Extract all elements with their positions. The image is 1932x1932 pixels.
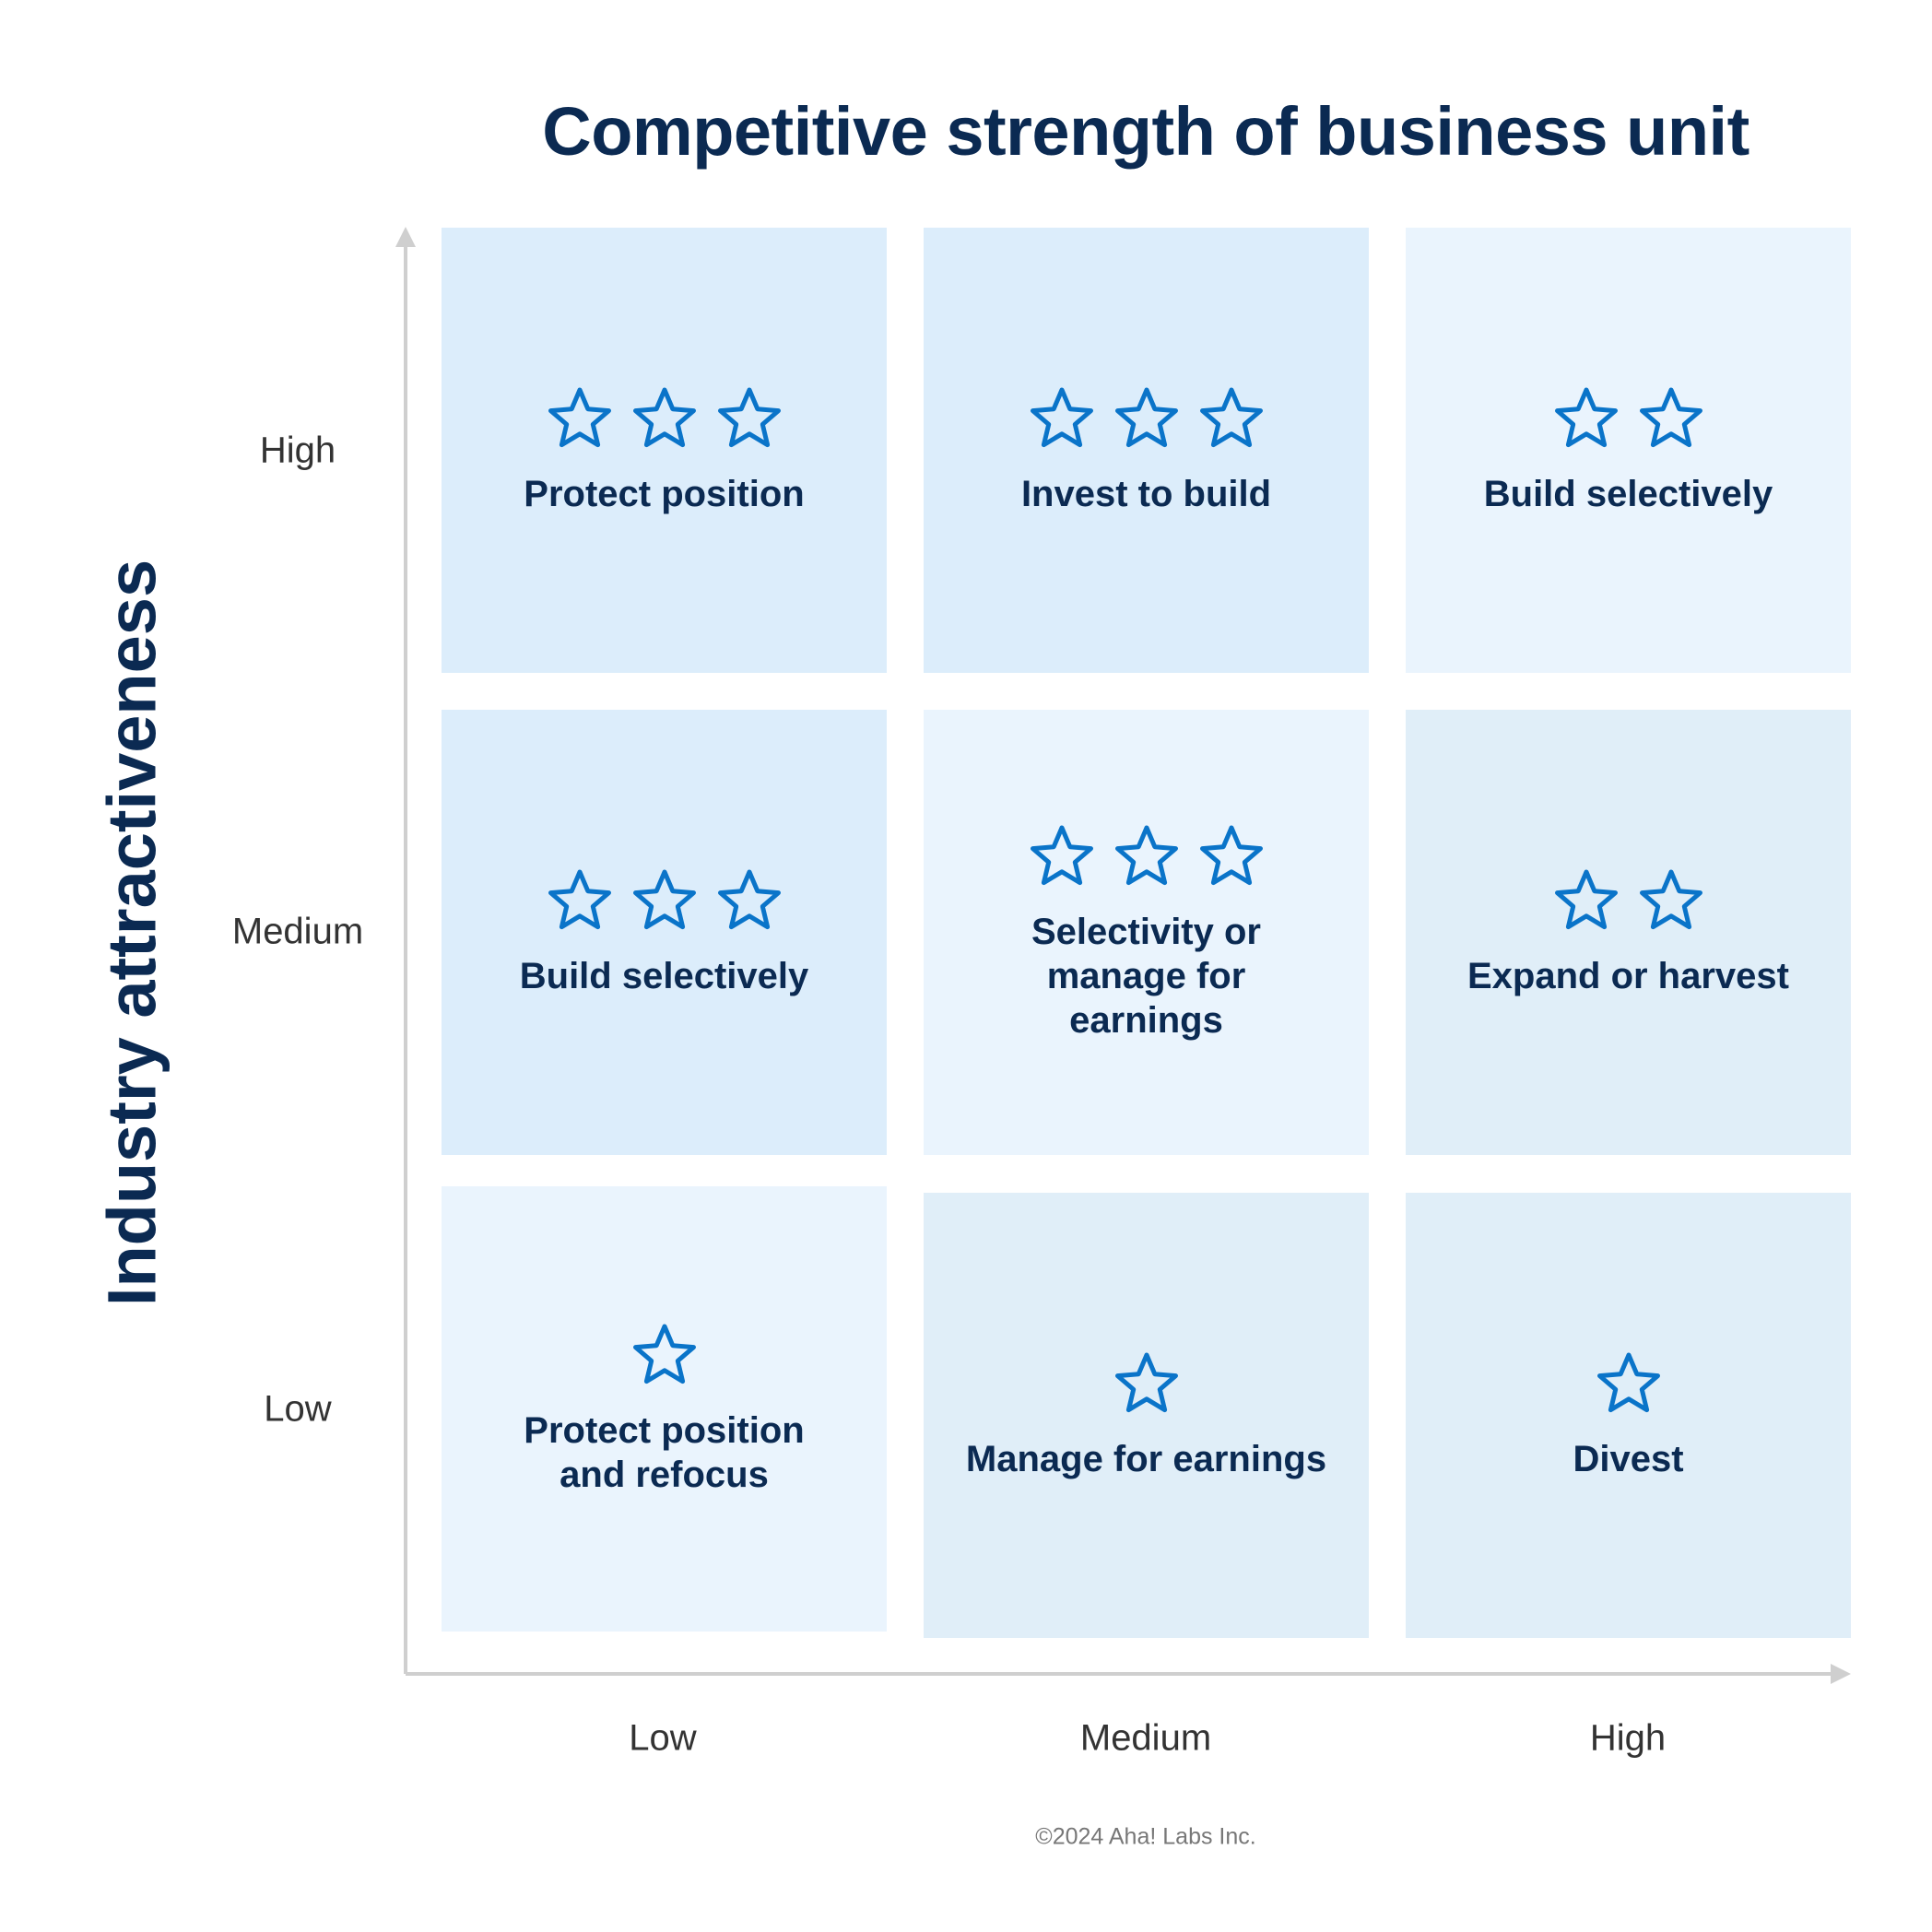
grid-cell: Build selectively [1406,228,1851,673]
star-icon [717,869,781,929]
star-icon [1114,387,1178,447]
y-axis-label: Industry attractiveness [93,559,171,1307]
star-icon [632,387,696,447]
cell-label: Protect position [524,473,805,514]
star-icon [632,1324,696,1384]
grid-cell: Divest [1406,1193,1851,1638]
x-tick-high: High [1589,1717,1667,1759]
star-icon [1199,825,1263,885]
cell-label: Invest to build [1020,473,1272,514]
star-icon [1199,387,1263,447]
star-icon [1639,869,1702,929]
star-rating [1113,1350,1180,1417]
grid-cell: Invest to build [924,228,1369,673]
star-rating [1029,823,1265,889]
cell-label: Build selectively [1483,473,1773,514]
star-rating [547,867,783,934]
y-tick-low: Low [264,1388,332,1430]
star-icon [1114,825,1178,885]
cell-label: Divest [1573,1438,1684,1479]
star-icon [1114,1352,1178,1412]
grid-cell: Protect position [442,228,887,673]
star-icon [1030,825,1093,885]
star-icon [632,869,696,929]
y-tick-high: High [259,430,336,471]
star-icon [1030,387,1093,447]
y-axis-arrow [395,227,416,247]
star-rating [1029,385,1265,452]
star-icon [1554,869,1618,929]
star-rating [1596,1350,1662,1417]
cell-label: Protect position and refocus [524,1409,805,1495]
x-tick-medium: Medium [1079,1717,1212,1759]
cell-label: Manage for earnings [965,1438,1327,1479]
star-rating [1553,385,1704,452]
grid-cell: Build selectively [442,710,887,1155]
cell-label: Expand or harvest [1467,955,1789,996]
star-icon [548,869,611,929]
star-rating [547,385,783,452]
cell-label: Build selectively [519,955,809,996]
star-icon [1554,387,1618,447]
star-icon [717,387,781,447]
y-tick-medium: Medium [231,911,364,952]
star-rating [1553,867,1704,934]
x-axis-arrow [1831,1664,1851,1684]
chart-title: Competitive strength of business unit [542,93,1749,170]
star-icon [548,387,611,447]
copyright: ©2024 Aha! Labs Inc. [1035,1823,1256,1850]
cell-label: Selectivity or manage for earnings [1031,911,1261,1041]
star-icon [1639,387,1702,447]
grid-cell: Protect position and refocus [442,1186,887,1632]
x-tick-low: Low [629,1717,697,1759]
star-rating [631,1322,698,1388]
grid-cell: Selectivity or manage for earnings [924,710,1369,1155]
grid-cell: Manage for earnings [924,1193,1369,1638]
grid-cell: Expand or harvest [1406,710,1851,1155]
star-icon [1596,1352,1660,1412]
